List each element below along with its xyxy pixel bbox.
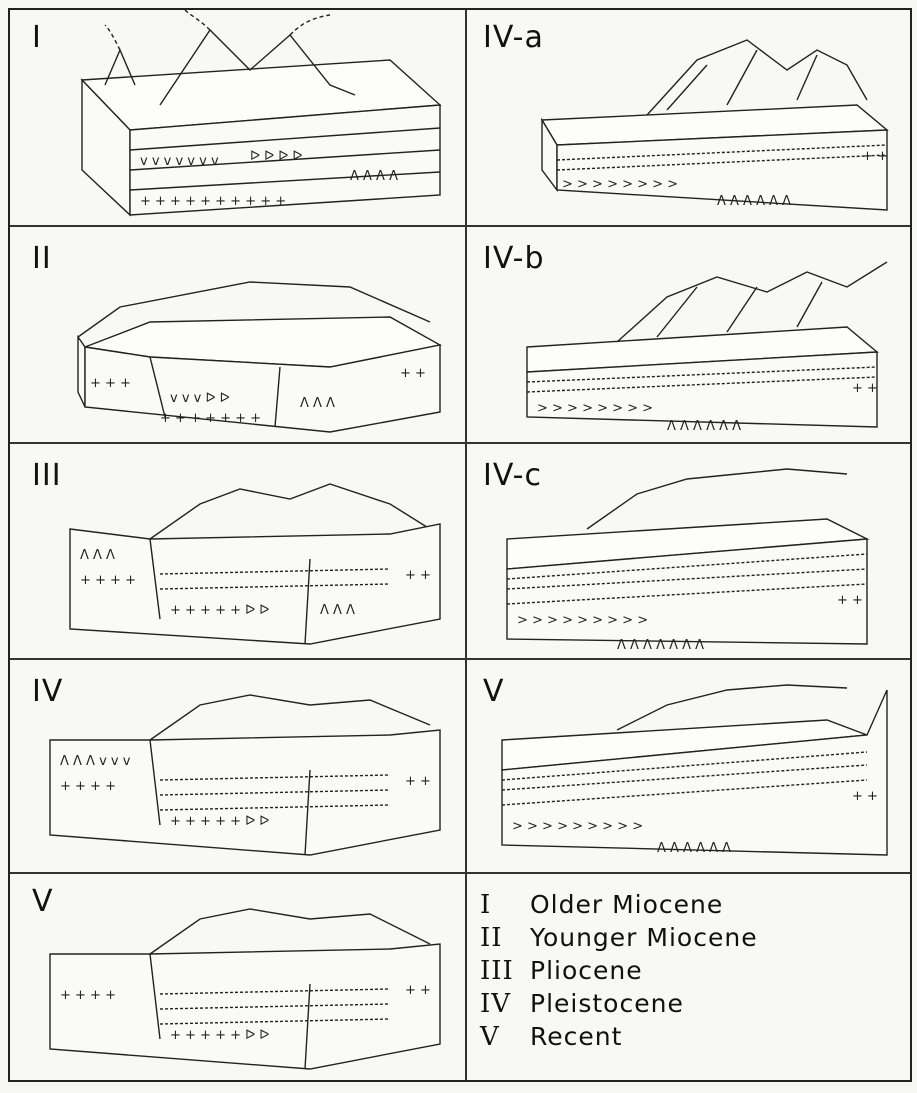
legend-text: Older Miocene (530, 890, 723, 919)
panel-pliocene: III Λ Λ Λ + + + + + + + + + ᐅ ᐅ Λ Λ Λ + … (10, 444, 465, 658)
svg-text:> > > > > > > >: > > > > > > > > (537, 401, 653, 416)
legend-text: Pleistocene (530, 989, 684, 1018)
svg-text:> > > > > > > > >: > > > > > > > > > (512, 819, 643, 834)
svg-text:+ + + +: + + + + (60, 988, 116, 1003)
block-diagram-mountains: > > > > > > > > Λ Λ Λ Λ Λ Λ + + (467, 227, 912, 442)
svg-text:+ + + + + ᐅ ᐅ: + + + + + ᐅ ᐅ (170, 814, 269, 829)
svg-text:Λ Λ Λ: Λ Λ Λ (300, 396, 335, 411)
svg-text:Λ Λ Λ Λ Λ Λ Λ: Λ Λ Λ Λ Λ Λ Λ (617, 638, 704, 653)
svg-text:+ + + + + + +: + + + + + + + (160, 411, 261, 426)
svg-text:Λ Λ Λ Λ Λ Λ: Λ Λ Λ Λ Λ Λ (657, 841, 731, 856)
svg-text:+ +: + + (862, 149, 888, 164)
legend-text: Younger Miocene (530, 923, 758, 952)
panel-pleistocene: IV Λ Λ Λ v v v + + + + + + + + + ᐅ ᐅ + + (10, 660, 465, 872)
block-diagram-basin: Λ Λ Λ v v v + + + + + + + + + ᐅ ᐅ + + (10, 660, 465, 872)
svg-text:+ + + +: + + + + (60, 779, 116, 794)
block-diagram-terraces: > > > > > > > > > Λ Λ Λ Λ Λ Λ Λ + + (467, 444, 912, 658)
legend-text: Pliocene (530, 956, 643, 985)
legend-numeral: IV (480, 989, 530, 1019)
svg-text:Λ Λ Λ: Λ Λ Λ (320, 603, 355, 618)
svg-text:+ + + + + ᐅ ᐅ: + + + + + ᐅ ᐅ (170, 1028, 269, 1043)
block-diagram-terraces: > > > > > > > > > Λ Λ Λ Λ Λ Λ + + (467, 660, 912, 872)
block-diagram-basin: Λ Λ Λ + + + + + + + + + ᐅ ᐅ Λ Λ Λ + + (10, 444, 465, 658)
svg-text:Λ Λ Λ v v v: Λ Λ Λ v v v (60, 754, 131, 769)
svg-text:Λ Λ Λ: Λ Λ Λ (80, 548, 115, 563)
svg-text:+ +: + + (837, 593, 863, 608)
svg-text:> > > > > > > >: > > > > > > > > (562, 177, 678, 192)
geology-figure: I v v v v v v v ᐅ ᐅ ᐅ ᐅ + + + + + + + + … (8, 8, 912, 1082)
legend-numeral: II (480, 923, 530, 953)
svg-text:+ + + + + + + + + +: + + + + + + + + + + (140, 194, 286, 209)
legend-item: IV Pleistocene (480, 989, 900, 1022)
svg-text:+ + + +: + + + + (80, 573, 136, 588)
legend-item: III Pliocene (480, 956, 900, 989)
svg-text:> > > > > > > > >: > > > > > > > > > (517, 613, 648, 628)
svg-text:+ +: + + (852, 789, 878, 804)
panel-pleistocene-a: IV-a > > > > > > > > Λ Λ Λ Λ Λ Λ + + (467, 10, 912, 225)
legend-numeral: I (480, 890, 530, 920)
legend-text: Recent (530, 1022, 622, 1051)
block-diagram-mountains: > > > > > > > > Λ Λ Λ Λ Λ Λ + + (467, 10, 912, 225)
legend-numeral: III (480, 956, 530, 986)
svg-text:Λ Λ Λ Λ Λ Λ: Λ Λ Λ Λ Λ Λ (667, 419, 741, 434)
legend-numeral: V (480, 1022, 530, 1052)
svg-text:Λ Λ Λ Λ: Λ Λ Λ Λ (350, 169, 398, 184)
panel-younger-miocene: II + + + v v v ᐅ ᐅ + + + + + + + Λ Λ Λ +… (10, 227, 465, 442)
svg-text:+ +: + + (405, 983, 431, 998)
legend: I Older Miocene II Younger Miocene III P… (480, 890, 900, 1055)
svg-text:ᐅ ᐅ ᐅ ᐅ: ᐅ ᐅ ᐅ ᐅ (250, 149, 302, 164)
panel-recent-b: V + + + + + + + + + ᐅ ᐅ + + (10, 874, 465, 1082)
svg-text:+ +: + + (405, 568, 431, 583)
legend-item: V Recent (480, 1022, 900, 1055)
svg-text:v v v ᐅ ᐅ: v v v ᐅ ᐅ (170, 391, 230, 406)
panel-recent-a: V > > > > > > > > > Λ Λ Λ Λ Λ Λ + + (467, 660, 912, 872)
panel-older-miocene: I v v v v v v v ᐅ ᐅ ᐅ ᐅ + + + + + + + + … (10, 10, 465, 225)
svg-text:+ + +: + + + (90, 376, 131, 391)
svg-text:+ +: + + (405, 774, 431, 789)
block-diagram-basin: + + + + + + + + + ᐅ ᐅ + + (10, 874, 465, 1082)
legend-item: I Older Miocene (480, 890, 900, 923)
svg-text:v v v v v v v: v v v v v v v (140, 154, 219, 169)
block-diagram-volcanic: v v v v v v v ᐅ ᐅ ᐅ ᐅ + + + + + + + + + … (10, 10, 465, 225)
panel-pleistocene-c: IV-c > > > > > > > > > Λ Λ Λ Λ Λ Λ Λ + + (467, 444, 912, 658)
svg-text:+ +: + + (400, 366, 426, 381)
panel-pleistocene-b: IV-b > > > > > > > > Λ Λ Λ Λ Λ Λ + + (467, 227, 912, 442)
legend-item: II Younger Miocene (480, 923, 900, 956)
svg-text:+ +: + + (852, 381, 878, 396)
svg-text:+ + + + + ᐅ ᐅ: + + + + + ᐅ ᐅ (170, 603, 269, 618)
block-diagram-basin: + + + v v v ᐅ ᐅ + + + + + + + Λ Λ Λ + + (10, 227, 465, 442)
svg-text:Λ Λ Λ Λ Λ Λ: Λ Λ Λ Λ Λ Λ (717, 194, 791, 209)
